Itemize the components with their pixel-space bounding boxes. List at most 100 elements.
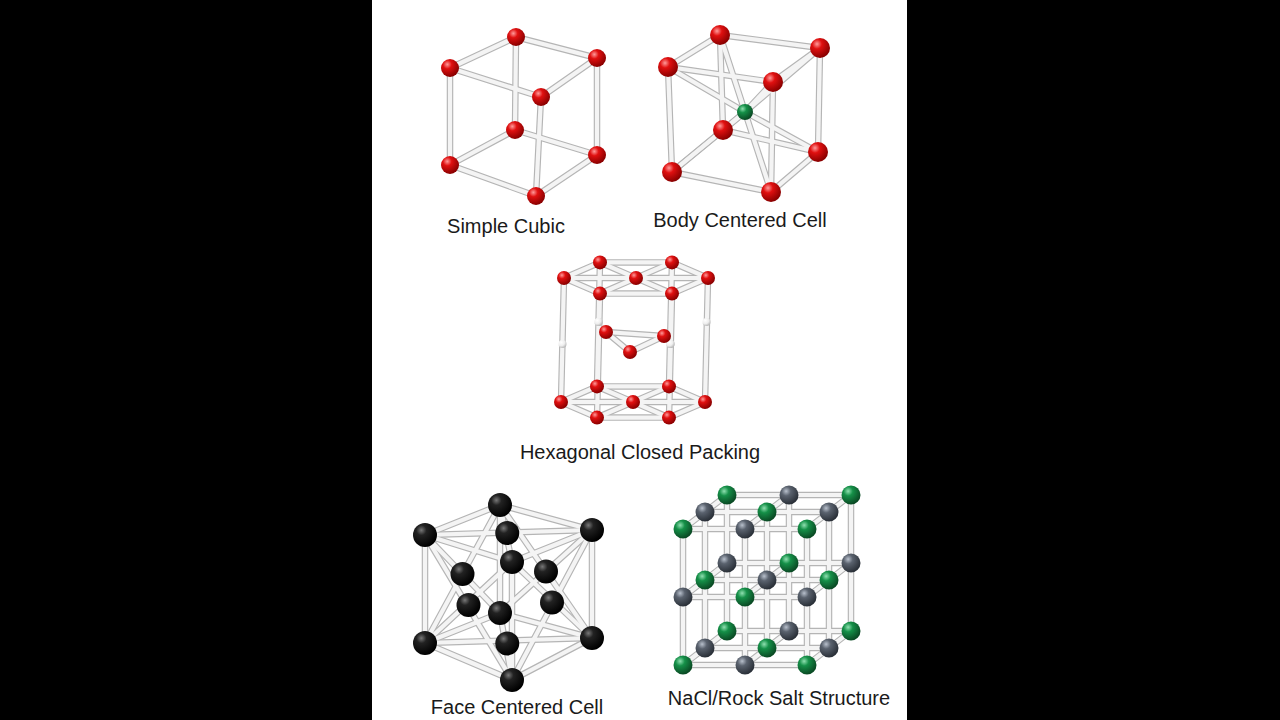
stick-outline [672,112,745,172]
atom-ball [763,72,783,92]
atom-ball [588,146,606,164]
atom-ball [657,329,671,343]
atom-ball [559,340,567,348]
atoms [658,25,830,202]
atom-ball [718,486,737,505]
stick [425,505,500,535]
atom-ball [698,395,712,409]
stick [450,68,541,97]
atom-ball [696,503,715,522]
atom-ball [713,120,733,140]
atom-ball [710,25,730,45]
stick [705,278,708,402]
stick-outline [450,68,541,97]
stick-outline [512,530,592,680]
atom-ball [554,395,568,409]
rock-salt-model [674,486,861,675]
atom-ball [590,379,604,393]
stick [745,48,820,112]
stick [425,535,512,680]
stick [745,112,771,192]
atom-ball [701,271,715,285]
atom-ball [580,518,604,542]
stick [669,262,672,386]
stick [771,82,773,192]
atom-ball [736,656,755,675]
atom-ball [593,255,607,269]
label-slot: Hexagonal Closed Packing [520,440,760,464]
stick [512,530,592,680]
atom-ball [758,639,777,658]
sticks [425,505,592,680]
atom-ball [488,601,512,625]
stick-outline [450,165,536,196]
atom-ball [532,88,550,106]
hexagonal-packing-model [554,255,715,424]
atom-ball [665,287,679,301]
stick [512,530,592,562]
atom-ball [696,639,715,658]
atom-ball [696,571,715,590]
atom-ball [662,411,676,425]
atom-ball [718,622,737,641]
atom-ball [557,271,571,285]
atom-ball [488,493,512,517]
atom-ball [718,554,737,573]
model-caption: Body Centered Cell [653,208,826,232]
stick [597,384,669,388]
stick-outline [447,68,454,165]
sticks [450,37,597,196]
stick [450,37,516,68]
atom-ball [736,588,755,607]
stick-outline [425,562,512,643]
stick [672,112,745,172]
sticks [668,35,820,192]
stick-outline [536,155,597,196]
stick [668,67,672,172]
atom-ball [842,486,861,505]
stick [541,58,597,97]
atom-ball [626,395,640,409]
atom-ball [506,121,524,139]
body-centered-model [658,25,830,202]
atom-ball [495,632,519,656]
atom-ball [810,38,830,58]
stick [720,35,820,48]
atom-ball [662,162,682,182]
atom-ball [658,57,678,77]
face-centered-model [413,493,604,692]
stick [595,58,599,155]
stick [425,562,512,643]
atom-ball [798,520,817,539]
atom-ball [441,156,459,174]
stick [515,37,516,130]
stick [600,260,672,264]
stick-outline [425,505,500,643]
atom-ball [500,668,524,692]
stick [536,97,541,196]
stick [448,68,452,165]
label-slot: Simple Cubic [447,214,565,238]
atom-ball [623,345,637,359]
atom-ball [808,142,828,162]
atom-ball [798,588,817,607]
atoms [674,486,861,675]
stick [515,130,597,155]
stick [590,530,594,638]
stick [425,505,500,643]
atom-ball [820,503,839,522]
atom-ball [674,656,693,675]
stick-outline [818,48,820,152]
atom-ball [413,631,437,655]
atom-ball [842,622,861,641]
atom-ball [588,49,606,67]
atom-ball [527,187,545,205]
atoms [441,28,606,205]
atom-ball [441,59,459,77]
atom-ball [595,318,603,326]
atom-ball [534,560,558,584]
stick-outline [422,535,429,643]
stick-outline [515,130,597,155]
stick-outline [720,35,820,48]
stick [600,291,672,295]
